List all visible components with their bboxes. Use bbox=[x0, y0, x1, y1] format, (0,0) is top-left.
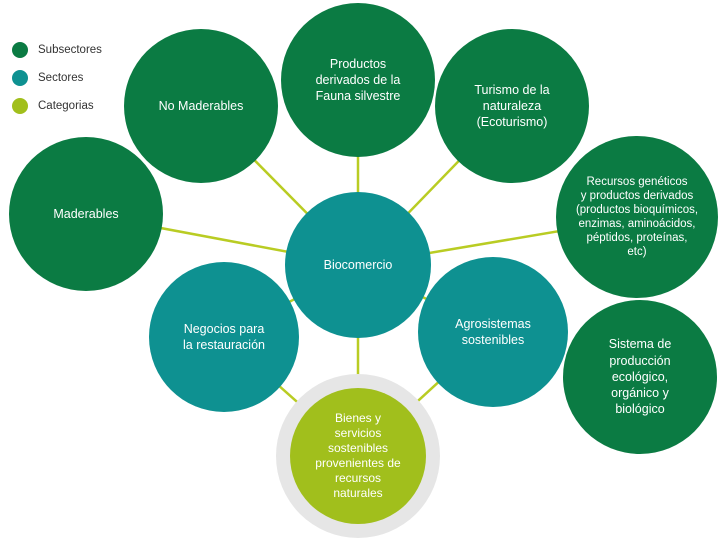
node-agrosistemas-sostenibles: Agrosistemas sostenibles bbox=[418, 257, 568, 407]
node-fauna-silvestre-label: Productos derivados de la Fauna silvestr… bbox=[315, 56, 401, 104]
node-turismo-naturaleza-label: Turismo de la naturaleza (Ecoturismo) bbox=[474, 82, 550, 130]
legend-item-categorias: Categorias bbox=[12, 92, 102, 120]
legend-label-sectores: Sectores bbox=[38, 72, 84, 84]
node-turismo-naturaleza: Turismo de la naturaleza (Ecoturismo) bbox=[435, 29, 589, 183]
node-no-maderables: No Maderables bbox=[124, 29, 278, 183]
node-negocios-restauracion-label: Negocios para la restauración bbox=[183, 321, 265, 352]
legend-dot-categorias bbox=[12, 98, 28, 114]
node-negocios-restauracion: Negocios para la restauración bbox=[149, 262, 299, 412]
legend-item-subsectores: Subsectores bbox=[12, 36, 102, 64]
node-maderables-label: Maderables bbox=[53, 206, 119, 221]
legend-dot-subsectores bbox=[12, 42, 28, 58]
node-recursos-geneticos: Recursos genéticos y productos derivados… bbox=[556, 136, 718, 298]
legend-label-subsectores: Subsectores bbox=[38, 44, 102, 56]
node-bienes-servicios-label: Bienes y servicios sostenibles provenien… bbox=[315, 411, 401, 500]
node-recursos-geneticos-label: Recursos genéticos y productos derivados… bbox=[575, 175, 699, 259]
node-biocomercio-label: Biocomercio bbox=[323, 257, 393, 272]
legend: Subsectores Sectores Categorias bbox=[12, 36, 102, 120]
node-bienes-servicios: Bienes y servicios sostenibles provenien… bbox=[290, 388, 426, 524]
node-no-maderables-label: No Maderables bbox=[158, 98, 244, 113]
legend-dot-sectores bbox=[12, 70, 28, 86]
node-agrosistemas-sostenibles-label: Agrosistemas sostenibles bbox=[455, 316, 531, 347]
node-fauna-silvestre: Productos derivados de la Fauna silvestr… bbox=[281, 3, 435, 157]
legend-item-sectores: Sectores bbox=[12, 64, 102, 92]
node-sistema-produccion-label: Sistema de producción ecológico, orgánic… bbox=[608, 337, 672, 417]
node-maderables: Maderables bbox=[9, 137, 163, 291]
node-biocomercio: Biocomercio bbox=[285, 192, 431, 338]
node-sistema-produccion: Sistema de producción ecológico, orgánic… bbox=[563, 300, 717, 454]
legend-label-categorias: Categorias bbox=[38, 100, 94, 112]
